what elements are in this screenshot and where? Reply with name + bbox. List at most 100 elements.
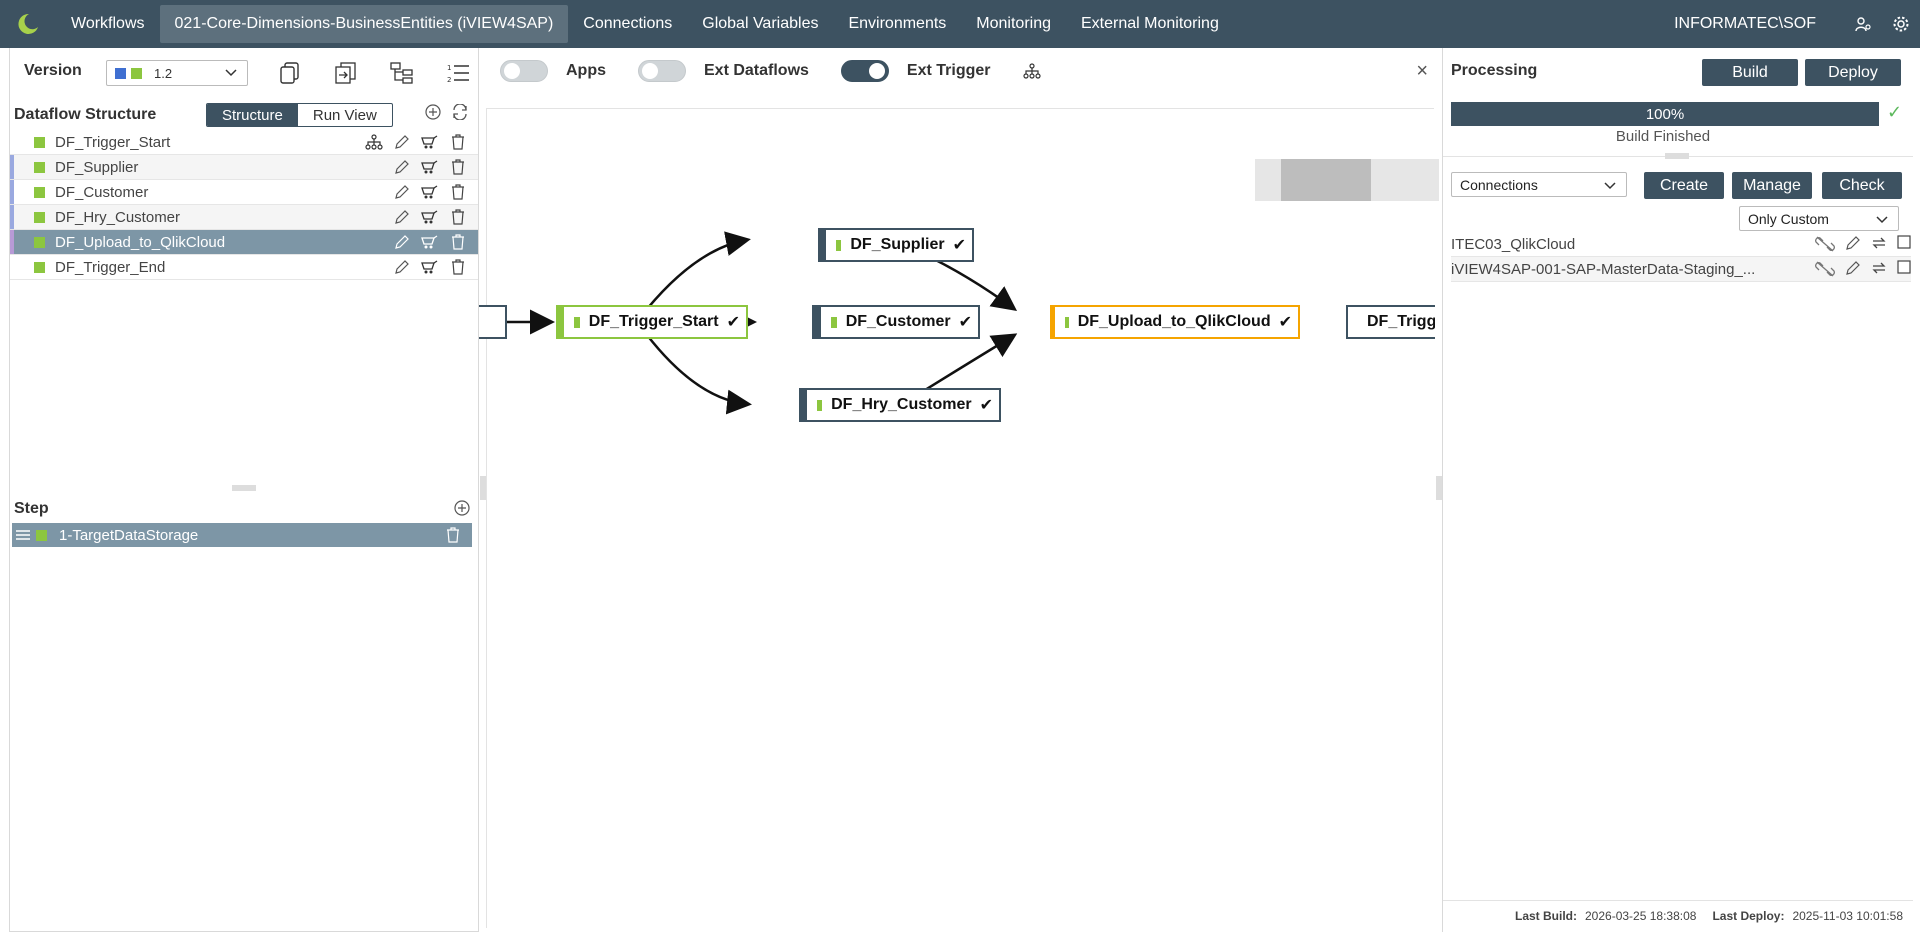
manage-button[interactable]: Manage (1732, 172, 1812, 199)
close-icon[interactable]: × (1416, 60, 1428, 82)
graph-node-start[interactable]: DF_Trigger_Start ✔ (556, 305, 748, 339)
node-label: DF_Trigger_End (1367, 313, 1435, 330)
dataflow-row-selected[interactable]: DF_Upload_to_QlikCloud (10, 230, 478, 255)
dataflow-name: DF_Upload_to_QlikCloud (55, 233, 226, 251)
apps-toggle[interactable] (500, 60, 548, 82)
version-select[interactable]: 1.2 (106, 60, 248, 86)
check-icon: ✔ (726, 314, 740, 331)
graph-node[interactable]: DF_Customer ✔ (812, 305, 980, 339)
step-row[interactable]: 1-TargetDataStorage (12, 523, 472, 547)
deploy-button[interactable]: Deploy (1805, 59, 1901, 86)
graph-node[interactable]: DF_Supplier ✔ (818, 228, 974, 262)
sync-icon[interactable] (1871, 235, 1887, 251)
copy-icon[interactable] (262, 58, 318, 88)
edit-icon[interactable] (392, 207, 412, 227)
trash-icon[interactable] (446, 527, 460, 543)
nav-global-variables[interactable]: Global Variables (702, 15, 819, 32)
edit-icon[interactable] (392, 132, 412, 152)
connection-row[interactable]: iVIEW4SAP-001-SAP-MasterData-Staging_... (1451, 257, 1911, 282)
edit-icon[interactable] (392, 157, 412, 177)
dataflow-row[interactable]: DF_Trigger_End (10, 255, 478, 280)
dataflow-name: DF_Supplier (55, 158, 139, 176)
hierarchy-icon[interactable] (364, 132, 384, 152)
edit-icon[interactable] (392, 257, 412, 277)
graph-node[interactable]: DF_Hry_Customer ✔ (799, 388, 1001, 422)
nav-workflows[interactable]: Workflows (71, 15, 145, 32)
nav-environments[interactable]: Environments (848, 15, 947, 32)
checkbox[interactable] (1897, 235, 1911, 249)
graph-node-partial[interactable] (479, 305, 507, 339)
user-settings-icon[interactable] (1844, 0, 1882, 48)
sync-icon[interactable] (1871, 260, 1887, 276)
tab-structure[interactable]: Structure (207, 104, 298, 126)
gear-icon[interactable] (1882, 0, 1920, 48)
build-button[interactable]: Build (1702, 59, 1798, 86)
current-user[interactable]: INFORMATEC\SOF (1674, 15, 1816, 32)
nav-monitoring[interactable]: Monitoring (976, 15, 1051, 32)
drag-handle-icon[interactable] (16, 529, 30, 541)
nav-current-project[interactable]: 021-Core-Dimensions-BusinessEntities (iV… (159, 5, 569, 43)
add-circle-icon[interactable] (425, 104, 441, 120)
dataflow-row[interactable]: DF_Supplier (10, 155, 478, 180)
trash-icon[interactable] (448, 232, 468, 252)
graph-node-selected[interactable]: DF_Upload_to_QlikCloud ✔ (1050, 305, 1300, 339)
row-indicator (10, 230, 14, 254)
edit-icon[interactable] (1845, 260, 1861, 276)
node-label: DF_Supplier (850, 236, 945, 253)
dataflow-row[interactable]: DF_Trigger_Start (10, 130, 478, 155)
checkbox[interactable] (1897, 260, 1911, 274)
run-icon[interactable] (420, 182, 440, 202)
blue-square-icon (115, 67, 126, 79)
unlink-icon[interactable] (1815, 260, 1835, 278)
last-deploy-value: 2025-11-03 10:01:58 (1792, 908, 1903, 923)
run-icon[interactable] (420, 257, 440, 277)
hierarchy-icon[interactable] (1022, 63, 1041, 79)
graph-node-partial[interactable]: DF_Trigger_End (1346, 305, 1435, 339)
row-indicator (10, 205, 14, 229)
ext-trigger-toggle[interactable] (840, 60, 889, 82)
tab-run-view[interactable]: Run View (312, 106, 377, 124)
run-icon[interactable] (420, 232, 440, 252)
unlink-icon[interactable] (1815, 235, 1835, 253)
dataflow-row[interactable]: DF_Customer (10, 180, 478, 205)
panel-splitter[interactable] (232, 485, 256, 491)
panel-splitter[interactable] (1665, 153, 1689, 159)
status-square-icon (835, 239, 842, 251)
trash-icon[interactable] (448, 157, 468, 177)
trash-icon[interactable] (448, 207, 468, 227)
graph-canvas[interactable]: DF_Supplier ✔ DF_Trigger_Start ✔ DF_Cust… (479, 108, 1439, 928)
create-button[interactable]: Create (1644, 172, 1724, 199)
logo-icon[interactable] (0, 0, 56, 48)
trash-icon[interactable] (448, 182, 468, 202)
trash-icon[interactable] (448, 257, 468, 277)
refresh-icon[interactable] (451, 104, 469, 120)
resource-type-select[interactable]: Connections (1451, 172, 1627, 197)
tree-icon[interactable] (374, 58, 430, 88)
chevron-down-icon (1604, 182, 1616, 190)
run-icon[interactable] (420, 157, 440, 177)
connection-row[interactable]: ITEC03_QlikCloud (1451, 232, 1911, 257)
edit-icon[interactable] (1845, 235, 1861, 251)
minimap-viewport[interactable] (1281, 159, 1371, 201)
status-square-icon (34, 236, 45, 248)
run-icon[interactable] (420, 207, 440, 227)
panel-resize-handle[interactable] (1436, 476, 1442, 500)
panel-resize-handle[interactable] (480, 476, 486, 500)
status-square-icon (34, 186, 45, 198)
run-icon[interactable] (420, 132, 440, 152)
edit-icon[interactable] (392, 182, 412, 202)
nav-connections[interactable]: Connections (583, 15, 673, 32)
filter-select[interactable]: Only Custom (1739, 206, 1899, 231)
compare-icon[interactable] (318, 58, 374, 88)
dataflow-row[interactable]: DF_Hry_Customer (10, 205, 478, 230)
minimap[interactable] (1255, 159, 1439, 201)
trash-icon[interactable] (448, 132, 468, 152)
last-build-value: 2026-03-25 18:38:08 (1585, 908, 1697, 923)
nav-external-monitoring[interactable]: External Monitoring (1081, 15, 1219, 32)
check-button[interactable]: Check (1822, 172, 1902, 199)
ext-dataflows-toggle-label: Ext Dataflows (704, 62, 809, 79)
edit-icon[interactable] (392, 232, 412, 252)
ext-dataflows-toggle[interactable] (638, 60, 686, 82)
add-step-icon[interactable] (454, 500, 470, 516)
